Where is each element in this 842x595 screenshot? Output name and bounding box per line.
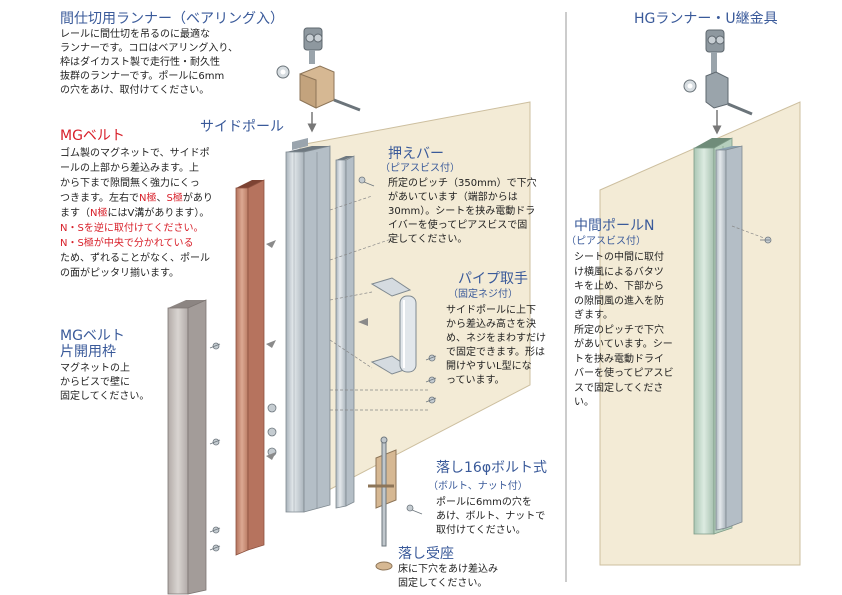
mg-belt-line: ます（N極にはV溝があります）。 xyxy=(60,206,213,221)
runner-desc: レールに間仕切を吊るのに最適な ランナーです。コロはベアリング入り、 枠はダイカ… xyxy=(60,29,238,96)
mg-belt-text: ます（ xyxy=(60,208,90,219)
mid-pole-desc: シートの中間に取付 け横風によるバタツ キを止め、下部から の隙間風の進入を防 … xyxy=(574,252,674,408)
n-pole-label: N極 xyxy=(90,208,108,219)
mg-frame-desc: マグネットの上 からビスで壁に 固定してください。 xyxy=(60,363,150,402)
mid-pole-part xyxy=(693,137,743,535)
mg-belt-line: ールの上部から差込みます。上 xyxy=(60,163,199,174)
pipe-handle-part xyxy=(370,277,417,375)
mg-belt-title: MGベルト xyxy=(60,128,125,144)
pipe-handle-desc: サイドポールに上下 から差込み高さを決 め、ネジをまわすだけ で固定できます。形… xyxy=(446,305,546,386)
mg-belt-line: ゴム製のマグネットで、サイドポ xyxy=(60,148,210,159)
floor-socket-desc: 床に下穴をあけ差込み 固定してください。 xyxy=(398,564,498,589)
runner-title: 間仕切用ランナー（ベアリング入） xyxy=(60,11,284,27)
n-pole-label: N極 xyxy=(139,193,157,204)
press-bar-desc: 所定のピッチ（350mm）で下穴 があいています（端部からは 30mm）。シート… xyxy=(388,178,537,245)
bolt-desc: ポールに6mmの穴を あけ、ボルト、ナットで 取付けてください。 xyxy=(436,497,546,536)
mg-belt-text: があり xyxy=(182,193,213,204)
mg-belt-line: ため、ずれることがなく、ポール xyxy=(60,253,210,264)
mg-belt-part xyxy=(235,179,265,556)
mg-belt-line: の面がピッタリ揃います。 xyxy=(60,268,179,279)
mg-belt-line: つきます。左右でN極、S極があり xyxy=(60,191,213,206)
hg-runner-title: HGランナー・U継金具 xyxy=(634,11,778,27)
side-pole-part xyxy=(285,145,331,513)
bolt-sub: （ボルト、ナット付） xyxy=(428,481,528,492)
mg-belt-line: N・Sを逆に取付けてください。 xyxy=(60,223,204,234)
pipe-handle-title: パイプ取手 xyxy=(458,271,528,287)
drop-bolt-part xyxy=(368,436,397,547)
screws xyxy=(209,176,772,552)
side-pole-title: サイドポール xyxy=(200,119,284,135)
rail xyxy=(292,138,308,150)
mg-frame-title-1: MGベルト xyxy=(60,328,125,344)
mg-frame-title-2: 片開用枠 xyxy=(60,344,116,360)
mg-belt-text: にはV溝があります）。 xyxy=(107,208,210,219)
mg-belt-text: 、 xyxy=(156,193,167,204)
pipe-handle-sub: （固定ネジ付） xyxy=(448,289,518,300)
mg-belt-line: から下まで隙間無く強力にくっ xyxy=(60,178,200,189)
mg-belt-text: つきます。左右で xyxy=(60,193,139,204)
press-bar-part xyxy=(335,155,355,509)
mid-pole-title: 中間ポールN xyxy=(574,218,655,234)
press-bar-title: 押えバー xyxy=(388,146,444,162)
press-bar-sub: （ピアスビス付） xyxy=(380,163,460,174)
guide-lines xyxy=(329,195,765,411)
floor-socket-part xyxy=(375,561,393,571)
mg-frame-part xyxy=(167,299,207,595)
floor-socket-title: 落し受座 xyxy=(398,546,454,562)
mg-belt-line: N・S極が中央で分かれている xyxy=(60,238,194,249)
s-pole-label: S極 xyxy=(166,193,183,204)
assembly-arrows xyxy=(266,240,368,460)
bolt-title: 落し16φボルト式 xyxy=(436,460,548,476)
mid-pole-sub: （ピアスビス付） xyxy=(566,236,646,247)
runner-part xyxy=(276,27,361,133)
hg-runner-part xyxy=(683,29,753,135)
mg-belt-desc: ゴム製のマグネットで、サイドポ ールの上部から差込みます。上 から下まで隙間無く… xyxy=(60,146,213,281)
